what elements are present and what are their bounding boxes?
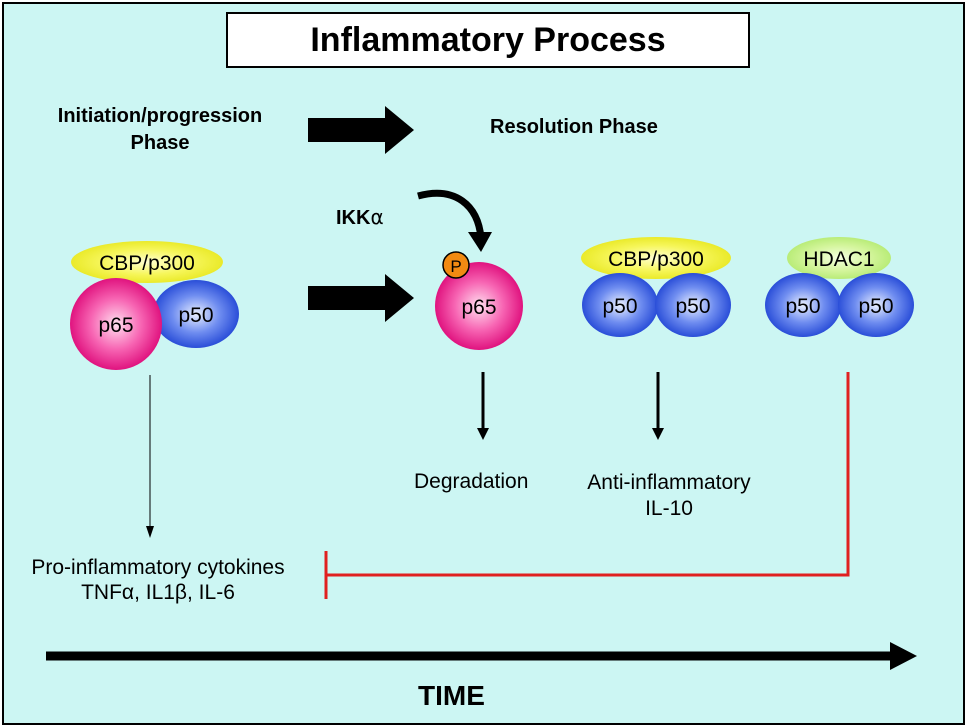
cbp-p300-ellipse-anti [581,237,731,279]
p50-ellipse-repressive-left [765,273,841,337]
anti-inflammatory-line1: Anti-inflammatory [587,471,751,494]
cbp-p300-ellipse-initial [71,241,223,283]
activation-arrow [308,274,414,322]
p50-label-repressive-left: p50 [785,295,820,318]
p50-ellipse-repressive-right [838,273,914,337]
initiation-phase-line2: Phase [130,132,190,154]
initiation-phase-label: Initiation/progression Phase [30,103,290,157]
p50-ellipse-anti-left [582,273,658,337]
p50-ellipse-anti-right [655,273,731,337]
ikk-alpha-label: IKKα [336,205,384,230]
time-axis-arrowhead [890,642,917,670]
phase-transition-arrow [308,106,414,154]
ikk-greek: α [370,205,384,229]
degradation-label: Degradation [414,470,529,493]
anti-inflammatory-line2: IL-10 [645,497,693,520]
resolution-phase-label: Resolution Phase [490,116,658,138]
phosphate-circle [442,251,470,279]
p65-circle-phosphorylated [435,262,523,350]
pro-inflammatory-line1: Pro-inflammatory cytokines [31,556,285,579]
ikk-name: IKK [336,207,371,229]
p50-label-anti-left: p50 [602,295,637,318]
time-axis-label: TIME [418,680,485,711]
phosphate-label: P [450,257,461,276]
title-box: Inflammatory Process [226,12,750,68]
inhibition-line [326,372,850,577]
page-title: Inflammatory Process [310,20,666,59]
ikk-curved-arrow [417,189,485,239]
p50-label-anti-right: p50 [675,295,710,318]
p65-label-phosphorylated: p65 [461,296,496,319]
pro-inflammatory-label: Pro-inflammatory cytokines TNFα, IL1β, I… [8,555,308,605]
p65-label-initial: p65 [98,314,133,337]
p50-label-repressive-right: p50 [858,295,893,318]
p50-label-initial: p50 [178,304,213,327]
hdac1-label: HDAC1 [803,248,874,271]
cbp-p300-label-initial: CBP/p300 [99,252,195,275]
hdac1-ellipse [787,237,891,279]
p50-ellipse-initial [153,280,239,348]
initiation-phase-line1: Initiation/progression [57,105,263,127]
anti-inflammatory-label: Anti-inflammatory IL-10 [564,470,774,522]
pro-inflammatory-line2: TNFα, IL1β, IL-6 [81,581,235,604]
cbp-p300-label-anti: CBP/p300 [608,248,704,271]
p65-circle-initial [70,278,162,370]
